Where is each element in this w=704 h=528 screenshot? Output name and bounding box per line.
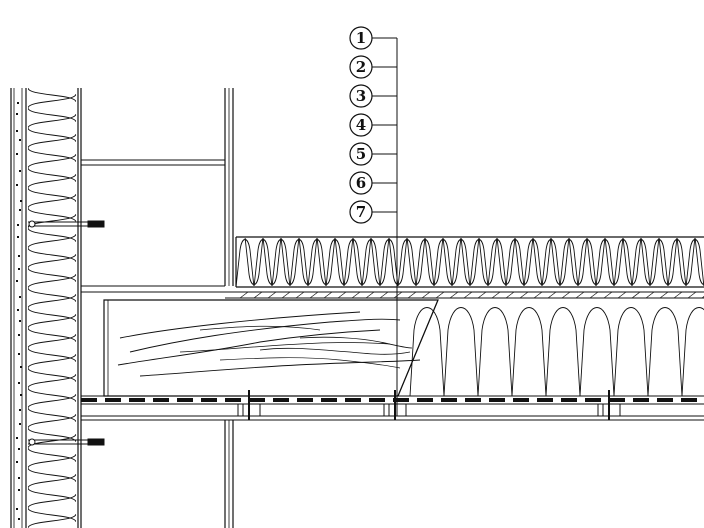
render-dot: [19, 423, 21, 425]
render-dot: [16, 153, 18, 155]
callout-6: 6: [349, 171, 397, 195]
render-dot: [18, 477, 20, 479]
render-dot: [17, 236, 19, 238]
render-dot: [16, 461, 18, 463]
board-hatch-line: [281, 291, 291, 299]
callout-4: 4: [349, 113, 397, 137]
render-dot: [20, 366, 22, 368]
board-hatch-line: [631, 291, 641, 299]
render-texture: [16, 102, 22, 520]
board-hatch-line: [295, 291, 305, 299]
board-hatch-line: [547, 291, 557, 299]
callout-label: 4: [356, 116, 366, 134]
callout-label: 6: [356, 174, 366, 192]
callout-7: 7: [349, 200, 397, 224]
board-hatch-line: [393, 291, 403, 299]
callout-3: 3: [349, 84, 397, 108]
board-hatch-line: [659, 291, 669, 299]
callout-list: 1 2 3 4 5 6 7: [349, 26, 397, 224]
board-hatch-line: [435, 291, 445, 299]
callout-1: 1: [349, 26, 397, 50]
render-dot: [16, 113, 18, 115]
render-dot: [17, 224, 19, 226]
render-dot: [18, 255, 20, 257]
board-hatch-line: [561, 291, 571, 299]
roof-insulation-bottom: [397, 299, 704, 397]
render-dot: [18, 382, 20, 384]
board-hatch-line: [267, 291, 277, 299]
render-dot: [19, 409, 21, 411]
board-hatch-line: [421, 291, 431, 299]
render-dot: [17, 102, 19, 104]
callout-label: 2: [356, 58, 366, 76]
board-hatch-line: [477, 291, 487, 299]
render-dot: [16, 130, 18, 132]
render-dot: [19, 170, 21, 172]
board-hatch-line: [589, 291, 599, 299]
board-hatch-line: [617, 291, 627, 299]
insulation-large-loops: [409, 307, 704, 396]
board-hatch-line: [687, 291, 697, 299]
callout-5: 5: [349, 142, 397, 166]
render-dot: [18, 489, 20, 491]
board-hatch-line: [309, 291, 319, 299]
board-hatch-line: [337, 291, 347, 299]
interior-column: [81, 88, 234, 528]
board-hatch-line: [351, 291, 361, 299]
timber-beam: [103, 299, 439, 397]
boarding-layer: [225, 291, 704, 299]
board-hatch-line: [253, 291, 263, 299]
render-dot: [19, 296, 21, 298]
board-hatch-line: [365, 291, 375, 299]
render-dot: [17, 309, 19, 311]
render-dot: [16, 508, 18, 510]
board-hatch-line: [323, 291, 333, 299]
board-hatch-line: [673, 291, 683, 299]
board-hatch-line: [603, 291, 613, 299]
render-dot: [18, 268, 20, 270]
board-hatch-line: [379, 291, 389, 299]
board-hatch-line: [519, 291, 529, 299]
callout-2: 2: [349, 55, 397, 79]
wall-insulation: [28, 88, 76, 528]
board-hatch-line: [645, 291, 655, 299]
callout-label: 1: [356, 29, 366, 47]
render-dot: [18, 518, 20, 520]
board-hatch-line: [533, 291, 543, 299]
render-dot: [19, 139, 21, 141]
callout-label: 3: [356, 87, 366, 105]
render-dot: [20, 200, 22, 202]
board-hatch-line: [505, 291, 515, 299]
callout-label: 7: [356, 203, 366, 221]
render-dot: [20, 394, 22, 396]
render-dot: [19, 209, 21, 211]
exterior-wall: [10, 88, 82, 528]
board-hatch-line: [491, 291, 501, 299]
board-hatch-line: [463, 291, 473, 299]
render-dot: [16, 437, 18, 439]
render-dot: [18, 334, 20, 336]
insulation-zigzag: [28, 88, 76, 528]
callout-label: 5: [356, 145, 366, 163]
roof-insulation-top: [235, 236, 704, 288]
board-hatch-line: [701, 296, 704, 299]
board-hatch-line: [239, 291, 249, 299]
render-dot: [16, 184, 18, 186]
board-hatch-line: [575, 291, 585, 299]
insulation-loops: [236, 238, 704, 286]
board-hatch-line: [449, 291, 459, 299]
board-hatch-line: [407, 291, 417, 299]
render-dot: [18, 353, 20, 355]
ceiling-assembly: [81, 390, 704, 421]
wall-anchors: [28, 220, 105, 446]
render-dot: [18, 448, 20, 450]
render-dot: [19, 320, 21, 322]
render-dot: [16, 280, 18, 282]
